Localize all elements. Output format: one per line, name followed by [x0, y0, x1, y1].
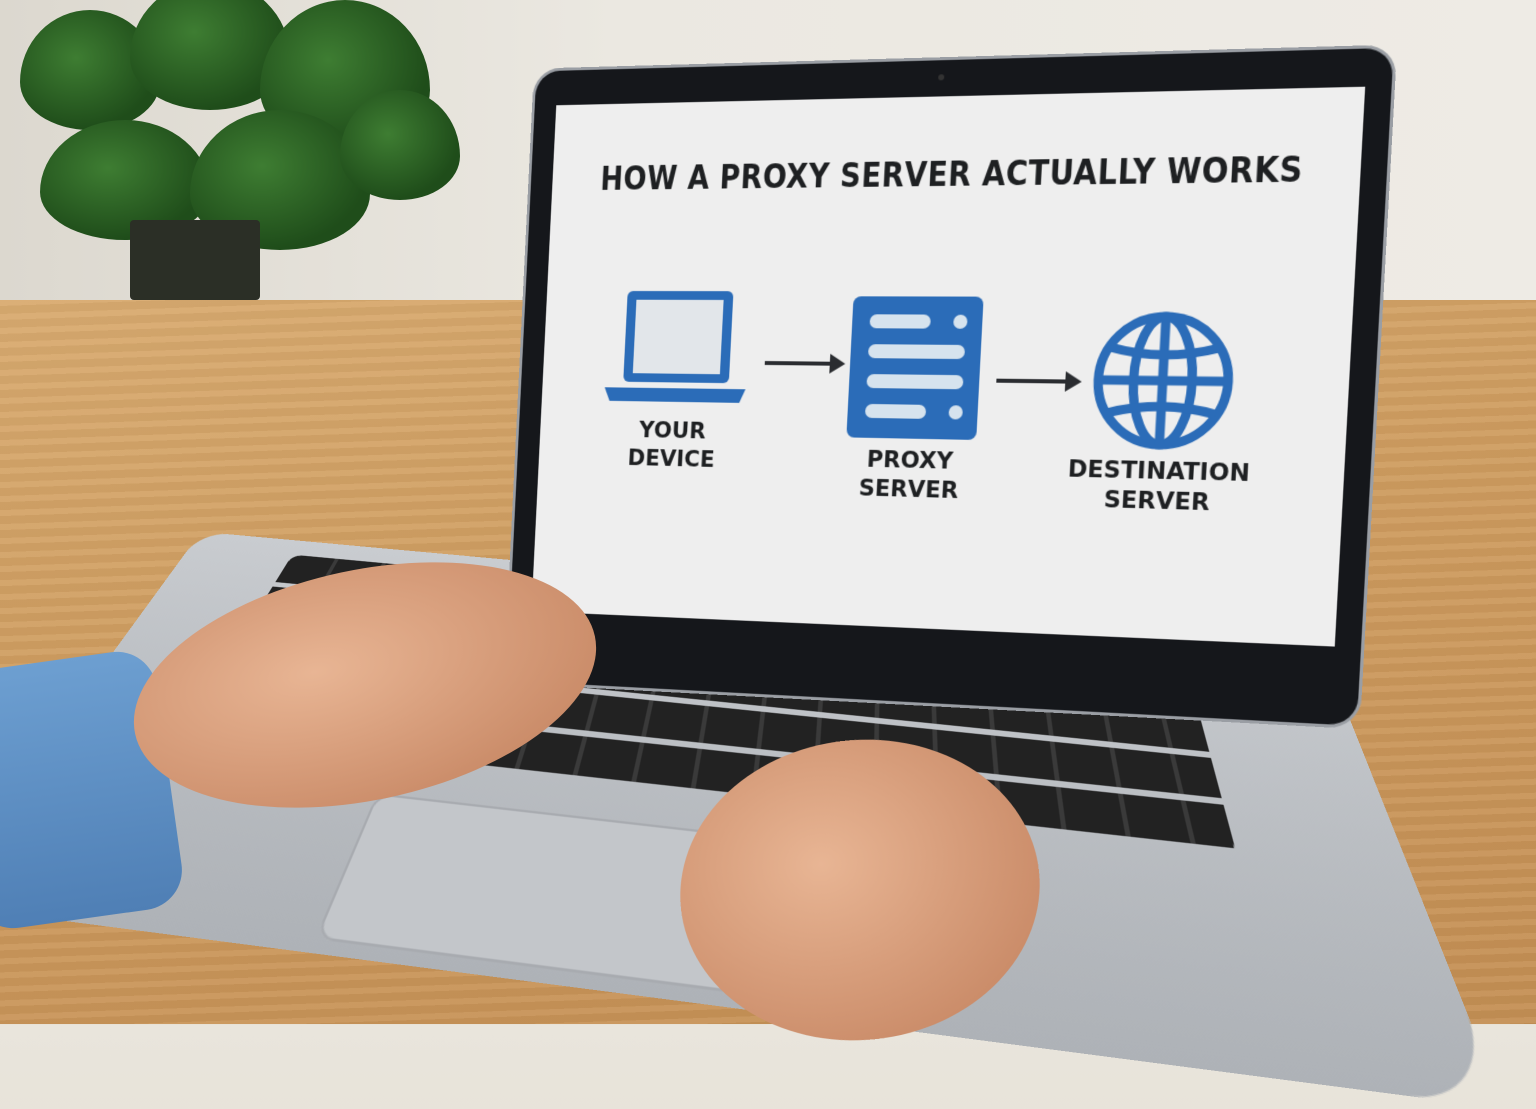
label-proxy-line2: SERVER — [858, 475, 959, 505]
potted-plant — [0, 0, 500, 330]
laptop-icon — [604, 291, 746, 403]
label-destination-line2: SERVER — [1102, 486, 1211, 517]
laptop-screen: HOW A PROXY SERVER ACTUALLY WORKS YOUR D… — [531, 86, 1366, 647]
diagram-title: HOW A PROXY SERVER ACTUALLY WORKS — [599, 149, 1305, 198]
arrow-device-to-proxy — [764, 361, 834, 366]
label-destination-line1: DESTINATION — [1067, 456, 1251, 488]
node-destination-server: DESTINATION SERVER — [1057, 308, 1267, 520]
node-proxy-server: PROXY SERVER — [834, 292, 993, 506]
label-proxy-line1: PROXY — [866, 446, 954, 475]
globe-icon — [1086, 308, 1240, 454]
laptop-lid: HOW A PROXY SERVER ACTUALLY WORKS YOUR D… — [506, 47, 1394, 726]
node-your-device: YOUR DEVICE — [592, 287, 759, 476]
label-your-device: YOUR DEVICE — [627, 417, 716, 473]
server-icon — [846, 296, 984, 440]
arrow-proxy-to-destination — [996, 378, 1070, 384]
webcam — [938, 74, 945, 81]
